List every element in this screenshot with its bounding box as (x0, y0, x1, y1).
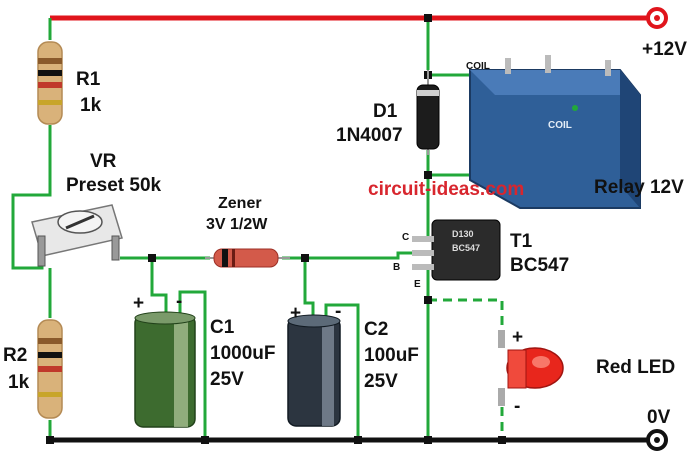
relay-icon (469, 55, 641, 209)
capacitor-icon (134, 311, 196, 428)
c2-rating: 25V (364, 371, 398, 392)
ground-terminal-icon (646, 429, 668, 451)
relay-coil-top-label: COIL (466, 61, 490, 72)
potentiometer-icon (31, 204, 123, 267)
t1-pin-b: B (393, 262, 401, 273)
c2-value: 100uF (364, 345, 419, 366)
vr-ref: VR (90, 151, 117, 172)
transistor-icon (412, 219, 501, 281)
c2-plus: + (290, 303, 302, 324)
t1-marking-2: BC547 (452, 243, 481, 253)
r1-value: 1k (80, 95, 102, 116)
zener-ref: Zener (218, 195, 262, 212)
positive-terminal-label: +12V (642, 39, 687, 60)
c2-minus: - (335, 301, 342, 322)
led-icon (498, 330, 564, 406)
r1-ref: R1 (76, 69, 101, 90)
c1-value: 1000uF (210, 343, 276, 364)
d1-ref: D1 (373, 101, 398, 122)
watermark: circuit-ideas.com (368, 179, 525, 200)
c1-rating: 25V (210, 369, 244, 390)
led-minus: - (514, 396, 521, 417)
t1-value: BC547 (510, 255, 570, 276)
zener-value: 3V 1/2W (206, 216, 268, 233)
t1-pin-c: C (402, 232, 410, 243)
relay-label: Relay 12V (594, 177, 684, 198)
led-wiring (428, 298, 504, 440)
zener-diode-icon (205, 248, 290, 268)
r2-value: 1k (8, 372, 30, 393)
c2-ref: C2 (364, 319, 389, 340)
r2-ref: R2 (3, 345, 28, 366)
d1-value: 1N4007 (336, 125, 403, 146)
diode-icon (416, 70, 440, 155)
led-plus: + (512, 327, 524, 348)
c1-plus: + (133, 293, 145, 314)
relay-coil-body-label: COIL (548, 120, 572, 131)
resistor-icon (37, 41, 63, 125)
vr-value: Preset 50k (66, 175, 162, 196)
led-label: Red LED (596, 357, 676, 378)
capacitor-icon (287, 314, 341, 427)
c1-ref: C1 (210, 317, 235, 338)
t1-pin-e: E (414, 279, 421, 290)
c1-minus: - (176, 291, 183, 312)
positive-terminal-icon (646, 7, 668, 29)
ground-terminal-label: 0V (647, 407, 671, 428)
t1-ref: T1 (510, 231, 533, 252)
t1-marking-1: D130 (452, 229, 474, 239)
resistor-icon (37, 319, 63, 419)
